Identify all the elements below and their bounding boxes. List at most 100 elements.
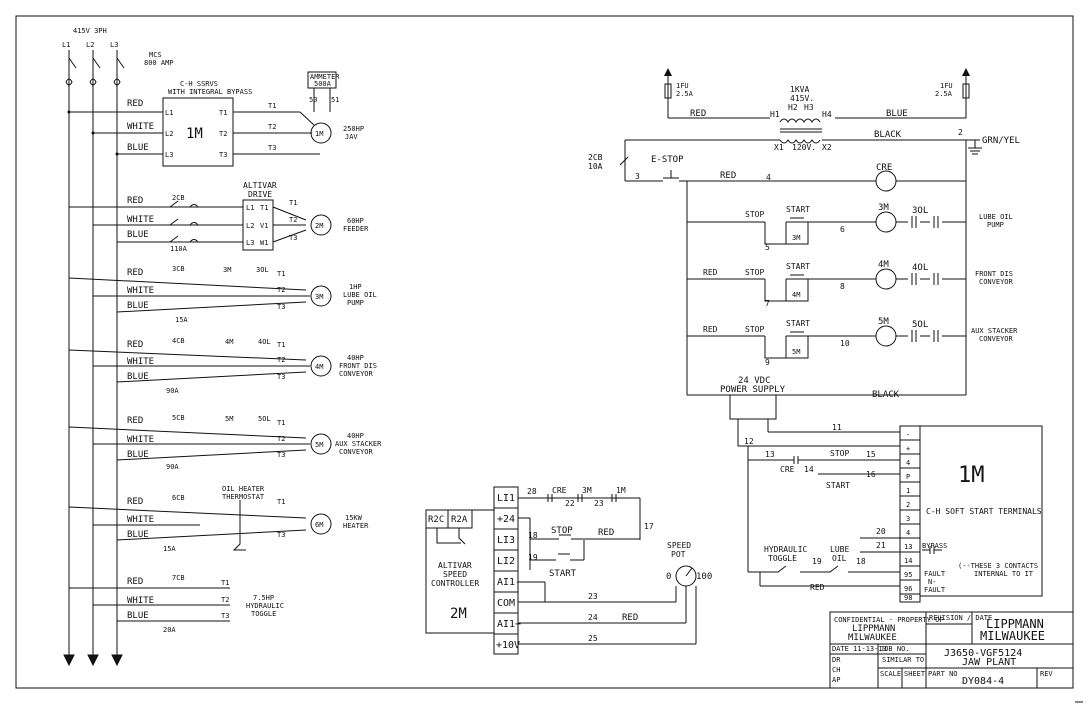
svg-text:4OL: 4OL xyxy=(912,263,928,273)
svg-text:4M: 4M xyxy=(315,363,323,371)
company-small-1: LIPPMANN xyxy=(852,624,895,634)
lube-oil-1: LUBE xyxy=(830,545,849,554)
svg-text:LUBE OIL: LUBE OIL xyxy=(343,291,377,299)
svg-text:L3: L3 xyxy=(165,151,173,159)
svg-text:STOP: STOP xyxy=(745,210,764,219)
heater-thermostat-2: THERMOSTAT xyxy=(222,493,265,501)
altivar-title-3: CONTROLLER xyxy=(431,579,479,588)
company-big-1: LIPPMANN xyxy=(986,617,1044,631)
svg-text:HYDRAULIC: HYDRAULIC xyxy=(246,602,284,610)
estop-label: E-STOP xyxy=(651,155,684,165)
svg-text:16: 16 xyxy=(866,470,876,479)
svg-text:3: 3 xyxy=(906,515,910,523)
svg-text:1M: 1M xyxy=(616,486,626,495)
job-name: JAW PLANT xyxy=(962,657,1016,668)
svg-text:+24: +24 xyxy=(497,514,515,525)
svg-text:R2C: R2C xyxy=(428,515,444,525)
svg-text:7CB: 7CB xyxy=(172,574,185,582)
mcs-label: MCS xyxy=(149,51,162,59)
svg-text:START: START xyxy=(786,262,810,271)
svg-text:3M: 3M xyxy=(792,234,800,242)
svg-text:T1: T1 xyxy=(221,579,229,587)
svg-text:W1: W1 xyxy=(260,239,268,247)
svg-text:WHITE: WHITE xyxy=(127,215,154,225)
starter-subtitle: WITH INTEGRAL BYPASS xyxy=(168,88,252,96)
svg-text:5: 5 xyxy=(765,243,770,252)
svg-text:18: 18 xyxy=(856,557,866,566)
softstart-terminals: - + 4 P 1 2 3 4 13 14 95 96 98 xyxy=(900,431,920,602)
svg-text:(--THESE 3 CONTACTS: (--THESE 3 CONTACTS xyxy=(958,562,1038,570)
svg-text:2.5A: 2.5A xyxy=(935,90,953,98)
branch-4cb: RED WHITE BLUE 4CB 90A 4M 4OL T1 T2 T3 4… xyxy=(68,337,377,395)
svg-text:6M: 6M xyxy=(315,521,323,529)
svg-text:4: 4 xyxy=(766,173,771,182)
svg-text:23: 23 xyxy=(594,499,604,508)
svg-text:LI2: LI2 xyxy=(497,556,515,567)
svg-text:120V.: 120V. xyxy=(792,143,816,152)
svg-text:5OL: 5OL xyxy=(912,320,928,330)
phase-l1-label: L1 xyxy=(62,41,70,49)
hydraulic-toggle-1: HYDRAULIC xyxy=(764,545,808,554)
svg-text:20: 20 xyxy=(876,527,886,536)
svg-text:LUBE OIL: LUBE OIL xyxy=(979,213,1013,221)
svg-text:95: 95 xyxy=(904,571,912,579)
svg-text:T1: T1 xyxy=(268,102,276,110)
svg-text:T1: T1 xyxy=(277,498,285,506)
svg-text:T1: T1 xyxy=(219,109,227,117)
svg-text:H1: H1 xyxy=(770,110,780,119)
svg-text:R2A: R2A xyxy=(451,515,468,525)
breaker-2cb-rating: 110A xyxy=(170,245,188,253)
softstart-title: C-H SOFT START TERMINALS xyxy=(926,507,1042,516)
altivar-controller: R2C R2A ALTIVAR SPEED CONTROLLER 2M LI1 … xyxy=(425,486,712,655)
svg-text:15KW: 15KW xyxy=(345,514,363,522)
svg-text:RED: RED xyxy=(720,171,736,181)
svg-text:REV: REV xyxy=(1040,670,1053,678)
speed-pot-2: POT xyxy=(671,550,686,559)
phase-l2-label: L2 xyxy=(86,41,94,49)
wire-white-m1: WHITE xyxy=(127,122,154,132)
svg-text:STOP: STOP xyxy=(551,526,573,536)
svg-text:5M: 5M xyxy=(225,415,233,423)
svg-text:12: 12 xyxy=(744,437,754,446)
svg-text:FRONT DIS: FRONT DIS xyxy=(339,362,377,370)
svg-text:T1: T1 xyxy=(277,270,285,278)
svg-text:AI1+: AI1+ xyxy=(497,619,521,630)
svg-text:3M: 3M xyxy=(223,266,231,274)
phase-l3-label: L3 xyxy=(110,41,118,49)
svg-text:23: 23 xyxy=(588,592,598,601)
hydraulic-circuit: RED WHITE BLUE 7CB 20A T1 T2 T3 7.5HP HY… xyxy=(69,574,284,634)
svg-text:X2: X2 xyxy=(822,143,832,152)
svg-text:T3: T3 xyxy=(289,234,297,242)
svg-text:22: 22 xyxy=(565,499,575,508)
control-ladder: 2CB 10A 3 E-STOP RED 4 CRE STOP START 3M… xyxy=(588,140,1018,447)
svg-text:CH: CH xyxy=(832,666,840,674)
svg-text:40HP: 40HP xyxy=(347,354,364,362)
svg-text:WHITE: WHITE xyxy=(127,515,154,525)
svg-text:13: 13 xyxy=(904,543,912,551)
svg-text:3OL: 3OL xyxy=(912,206,928,216)
svg-text:AUX STACKER: AUX STACKER xyxy=(335,440,382,448)
svg-text:24: 24 xyxy=(588,613,598,622)
branch-3cb: RED WHITE BLUE 3CB 15A 3M 3OL T1 T2 T3 3… xyxy=(68,265,377,324)
svg-text:T2: T2 xyxy=(277,286,285,294)
ammeter-label: AMMETER xyxy=(310,73,340,81)
svg-text:6CB: 6CB xyxy=(172,494,185,502)
svg-text:13: 13 xyxy=(765,450,775,459)
svg-text:DR: DR xyxy=(832,656,841,664)
svg-text:60HP: 60HP xyxy=(347,217,364,225)
svg-text:LI3: LI3 xyxy=(497,535,515,546)
svg-text:11: 11 xyxy=(832,423,842,432)
altivar-label: 2M xyxy=(450,606,467,622)
svg-text:REVISION / DATE: REVISION / DATE xyxy=(929,614,992,622)
svg-text:WHITE: WHITE xyxy=(127,357,154,367)
svg-text:PUMP: PUMP xyxy=(987,221,1004,229)
svg-text:START: START xyxy=(549,569,577,579)
svg-text:4OL: 4OL xyxy=(258,338,271,346)
svg-text:3OL: 3OL xyxy=(256,266,269,274)
svg-text:FRONT DIS: FRONT DIS xyxy=(975,270,1013,278)
svg-text:50: 50 xyxy=(309,96,317,104)
svg-text:START: START xyxy=(786,319,810,328)
svg-text:N-: N- xyxy=(928,578,936,586)
svg-text:10A: 10A xyxy=(588,162,603,171)
